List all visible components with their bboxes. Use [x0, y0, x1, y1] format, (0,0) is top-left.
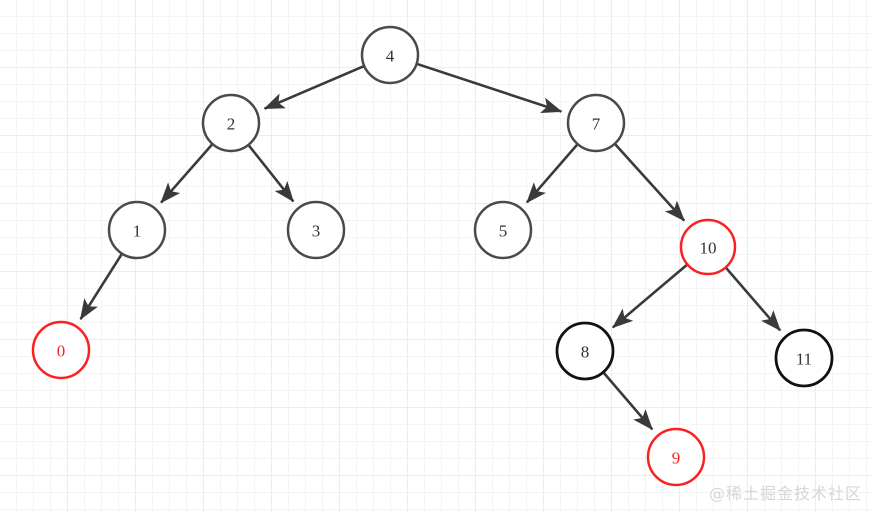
node-circle[interactable] [566, 93, 626, 153]
node-label: 5 [499, 222, 508, 241]
tree-edge [160, 143, 214, 204]
tree-edge [525, 143, 579, 204]
nodes-layer: 4 2 7 1 3 5 10 0 8 11 9 [31, 25, 834, 487]
tree-node-8[interactable]: 8 [555, 321, 615, 381]
tree-node-9[interactable]: 9 [646, 427, 706, 487]
node-label: 4 [386, 47, 395, 66]
tree-edge [263, 65, 365, 110]
tree-node-7[interactable]: 7 [566, 93, 626, 153]
node-label: 10 [700, 239, 717, 258]
node-circle[interactable] [360, 25, 420, 85]
node-label: 8 [581, 343, 590, 362]
node-label: 11 [796, 350, 812, 369]
node-label: 2 [227, 115, 236, 134]
node-circle[interactable] [679, 218, 737, 276]
tree-edge [725, 266, 782, 332]
tree-edge [247, 144, 295, 203]
tree-node-11[interactable]: 11 [774, 328, 834, 388]
node-circle[interactable] [107, 200, 167, 260]
tree-node-2[interactable]: 2 [201, 93, 261, 153]
tree-node-1[interactable]: 1 [107, 200, 167, 260]
node-circle[interactable] [646, 427, 706, 487]
node-circle[interactable] [286, 200, 346, 260]
node-label: 0 [57, 342, 66, 361]
node-label: 3 [312, 222, 321, 241]
node-label: 1 [133, 222, 142, 241]
node-circle[interactable] [473, 200, 533, 260]
tree-edge [612, 263, 688, 329]
node-circle[interactable] [774, 328, 834, 388]
node-circle[interactable] [201, 93, 261, 153]
node-circle[interactable] [31, 320, 91, 380]
node-label: 9 [672, 449, 681, 468]
tree-node-5[interactable]: 5 [473, 200, 533, 260]
tree-node-3[interactable]: 3 [286, 200, 346, 260]
tree-node-0[interactable]: 0 [31, 320, 91, 380]
tree-edge [602, 371, 654, 431]
tree-edge [614, 143, 686, 222]
edges-layer [79, 62, 782, 431]
tree-node-10[interactable]: 10 [679, 218, 737, 276]
tree-edge [79, 253, 123, 321]
node-label: 7 [592, 115, 601, 134]
tree-node-4[interactable]: 4 [360, 25, 420, 85]
watermark-label: @稀土掘金技术社区 [708, 484, 862, 503]
tree-edge [416, 62, 563, 114]
node-circle[interactable] [555, 321, 615, 381]
